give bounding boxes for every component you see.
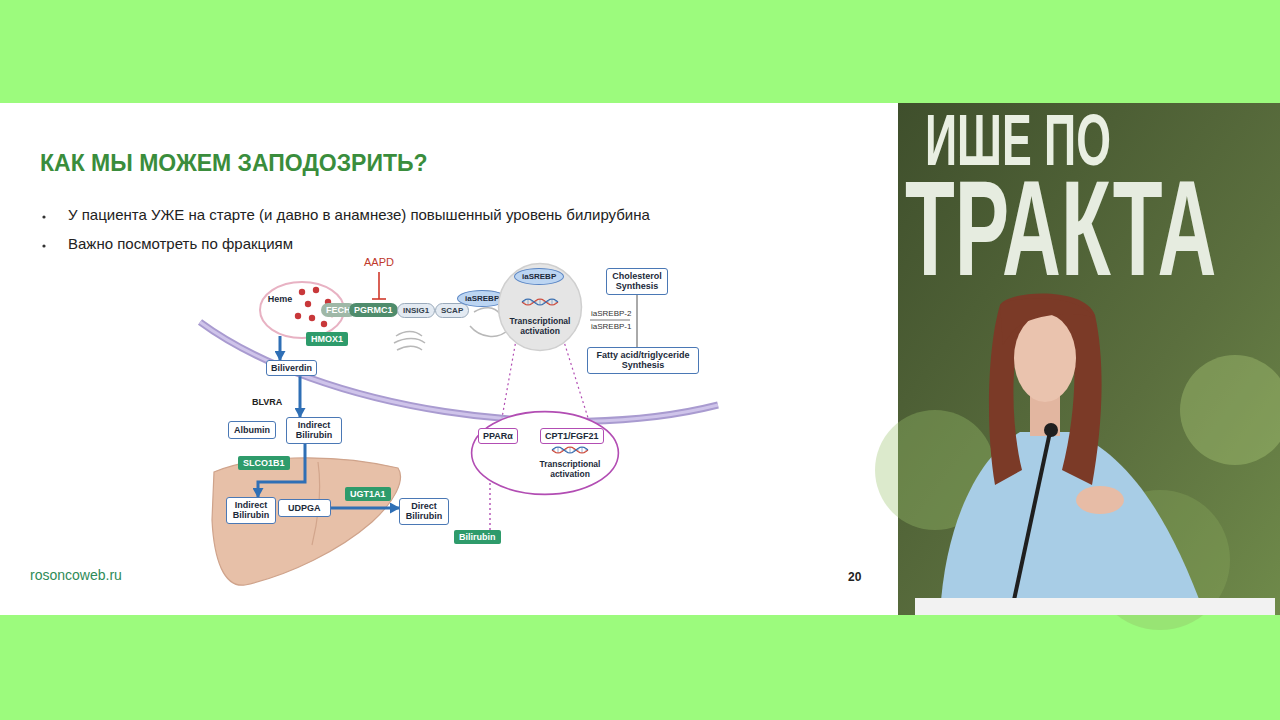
cell-membrane-inner — [200, 322, 718, 421]
activation-ellipse: Transcriptional activation PPARα CPT1/FGF2… — [470, 410, 620, 496]
enzyme-label: BLVRA — [252, 397, 282, 407]
node-text: INSIG1 — [403, 306, 429, 315]
inhibition-line — [378, 272, 380, 299]
node-text: PPARα — [483, 431, 513, 441]
golgi-apparatus — [394, 332, 425, 351]
membrane-protein: SCAP — [435, 303, 469, 318]
speaker-fringe — [1000, 298, 1094, 345]
node-text: CPT1/FGF21 — [545, 431, 599, 441]
microphone-head — [1044, 423, 1058, 437]
connector — [279, 336, 282, 360]
node-text: Bilirubin — [459, 532, 496, 542]
ellipse-outline — [499, 264, 582, 351]
process-box: Albumin — [228, 421, 276, 439]
cell-membrane — [200, 322, 718, 421]
speaker-face — [1014, 314, 1076, 402]
bokeh — [1180, 355, 1280, 465]
bottom-green-bar — [0, 615, 1280, 720]
node-text: SCAP — [441, 306, 463, 315]
bullet-text: Важно посмотреть по фракциям — [68, 235, 293, 252]
node-text: UGT1A1 — [350, 489, 386, 499]
slide-title: КАК МЫ МОЖЕМ ЗАПОДОЗРИТЬ? — [40, 150, 428, 176]
heme-dot — [309, 315, 315, 321]
bullet-dot — [42, 215, 45, 218]
process-box: Biliverdin — [266, 360, 317, 376]
heme-dot — [321, 321, 327, 327]
connector — [258, 444, 305, 497]
drug-label: AAPD — [364, 256, 394, 269]
connector — [565, 344, 588, 418]
connector — [502, 344, 515, 418]
node-text: FECH — [326, 305, 351, 315]
process-box: Indirect Bilirubin — [226, 497, 276, 524]
dna-strand — [552, 447, 588, 453]
node-text: Fatty acid/triglyceride Synthesis — [592, 350, 694, 371]
dna-rung — [570, 447, 571, 453]
website: rosoncoweb.ru — [30, 567, 122, 583]
factor-label: iaSREBP-1 — [591, 322, 631, 331]
heme-dot — [305, 301, 311, 307]
dna-strand — [522, 299, 558, 305]
lectern — [915, 598, 1275, 615]
node-text: iaSREBP — [522, 272, 556, 281]
gene-tag: HMOX1 — [306, 332, 348, 346]
node-text: Indirect Bilirubin — [291, 420, 337, 441]
inhibition-bar — [372, 298, 386, 300]
gene-tag: UGT1A1 — [345, 487, 391, 501]
node-text: Indirect Bilirubin — [231, 500, 271, 521]
heme-dot — [299, 289, 305, 295]
heme-dot — [295, 313, 301, 319]
heme-dot — [313, 287, 319, 293]
dna-rung — [540, 299, 541, 305]
process-box: UDPGA — [278, 499, 331, 517]
gene-tag: SLCO1B1 — [238, 456, 290, 470]
node-text: SLCO1B1 — [243, 458, 285, 468]
top-green-bar — [0, 0, 1280, 103]
nucleus-circle: Transcriptional activation iaSREBP — [497, 262, 583, 352]
connector — [637, 295, 638, 347]
process-box: PPARα — [478, 428, 518, 444]
process-box: Indirect Bilirubin — [286, 417, 342, 444]
microphone-stand — [1014, 432, 1050, 600]
node-text: UDPGA — [288, 503, 321, 513]
dna-strand — [522, 299, 558, 305]
dna-rung — [582, 447, 583, 453]
process-box: Cholesterol Synthesis — [606, 268, 668, 295]
connector — [299, 376, 302, 417]
backdrop-text: ТРАКТА — [905, 160, 1217, 296]
node-text: Albumin — [234, 425, 270, 435]
node-text: Transcriptional activation — [532, 460, 608, 480]
protein-pill: PGRMC1 — [349, 303, 398, 317]
process-box: Direct Bilirubin — [399, 498, 449, 525]
node-text: Biliverdin — [271, 363, 312, 373]
dna-strand — [552, 447, 588, 453]
connector — [331, 507, 400, 510]
node-text: Direct Bilirubin — [404, 501, 444, 522]
node-text: Cholesterol Synthesis — [611, 271, 663, 292]
page-number: 20 — [848, 571, 861, 585]
ellipse-outline — [472, 412, 619, 495]
dna-rung — [528, 299, 529, 305]
speaker-hand — [1076, 486, 1124, 514]
shape-outline — [470, 410, 620, 496]
label-divider — [590, 320, 630, 321]
node-text: Transcriptional activation — [504, 317, 576, 337]
bullet-text: У пациента УЖЕ на старте (и давно в анам… — [68, 206, 650, 223]
factor-label: iaSREBP-2 — [591, 309, 631, 318]
gene-tag: Bilirubin — [454, 530, 501, 544]
node-text: Heme — [264, 294, 296, 304]
node-text: iaSREBP — [465, 294, 499, 303]
bullet-dot — [42, 244, 45, 247]
node-text: HMOX1 — [311, 334, 343, 344]
membrane-protein: INSIG1 — [397, 303, 435, 318]
process-box: Fatty acid/triglyceride Synthesis — [587, 347, 699, 374]
dna-rung — [552, 299, 553, 305]
process-box: CPT1/FGF21 — [540, 428, 604, 444]
node-text: PGRMC1 — [354, 305, 393, 315]
dna-rung — [558, 447, 559, 453]
